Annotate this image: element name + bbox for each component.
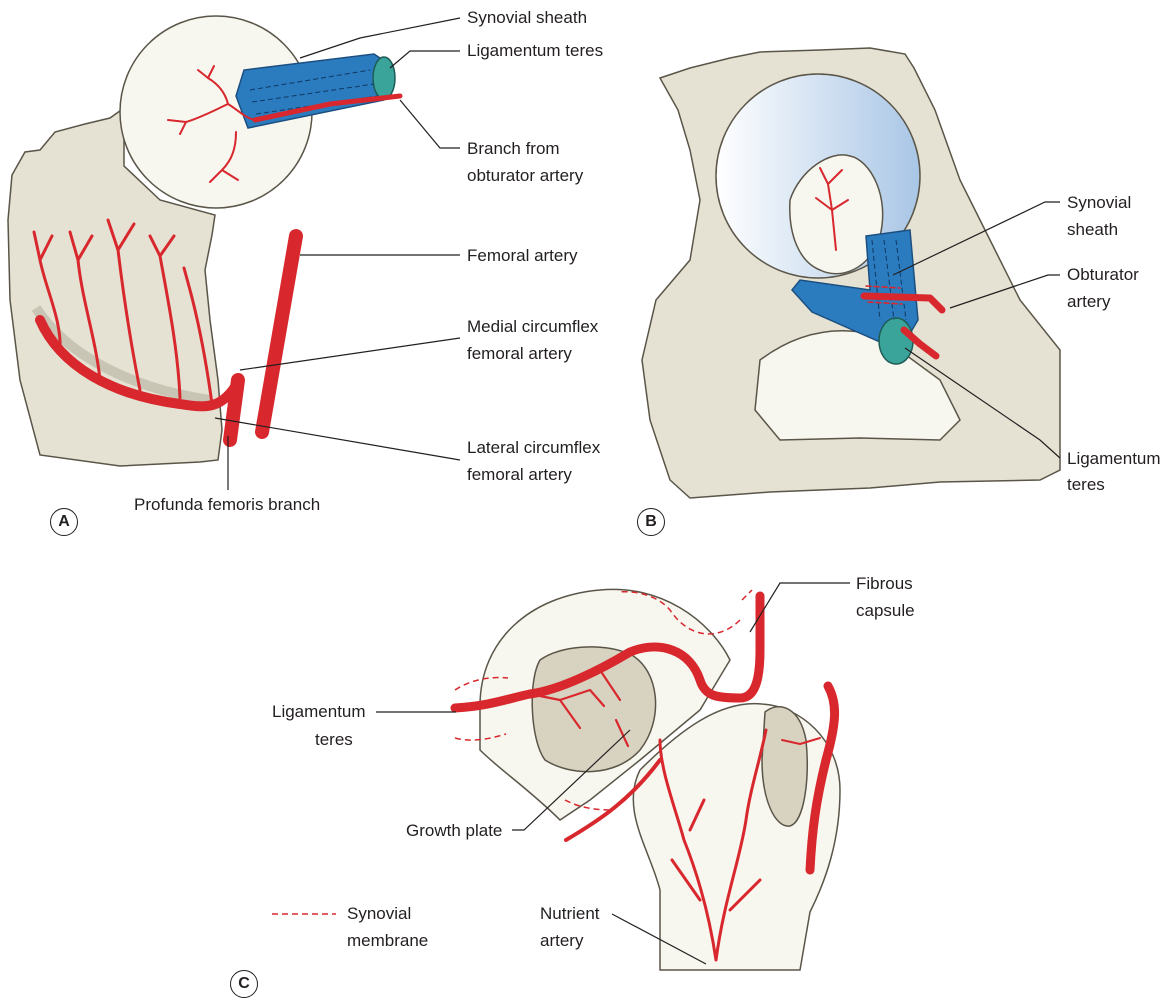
panel-c-marker: C bbox=[230, 970, 258, 998]
label-nutrient: Nutrient bbox=[540, 901, 600, 927]
label-synovial-sheath-a: Synovial sheath bbox=[467, 5, 587, 31]
label-medial-circumflex-line2: femoral artery bbox=[467, 341, 572, 367]
label-medial-circumflex: Medial circumflex bbox=[467, 314, 598, 340]
panel-b-marker: B bbox=[637, 508, 665, 536]
label-ligamentum-b: Ligamentum bbox=[1067, 446, 1161, 472]
label-lateral-circumflex-line2: femoral artery bbox=[467, 462, 572, 488]
label-branch-from: Branch from bbox=[467, 136, 560, 162]
label-femoral-artery: Femoral artery bbox=[467, 243, 578, 269]
label-fibrous: Fibrous bbox=[856, 571, 913, 597]
label-teres-b: teres bbox=[1067, 472, 1105, 498]
label-artery-b: artery bbox=[1067, 289, 1110, 315]
label-capsule: capsule bbox=[856, 598, 915, 624]
label-profunda-femoris: Profunda femoris branch bbox=[134, 492, 320, 518]
label-artery-c: artery bbox=[540, 928, 583, 954]
label-synovial-c: Synovial bbox=[347, 901, 411, 927]
label-ligamentum-teres-a: Ligamentum teres bbox=[467, 38, 603, 64]
panel-a-marker: A bbox=[50, 508, 78, 536]
label-sheath-b: sheath bbox=[1067, 217, 1118, 243]
label-synovial-b: Synovial bbox=[1067, 190, 1131, 216]
label-obturator-artery-a: obturator artery bbox=[467, 163, 583, 189]
label-growth-plate: Growth plate bbox=[406, 818, 502, 844]
label-membrane-c: membrane bbox=[347, 928, 428, 954]
label-lateral-circumflex: Lateral circumflex bbox=[467, 435, 600, 461]
label-ligamentum-c: Ligamentum bbox=[272, 699, 366, 725]
label-obturator-b: Obturator bbox=[1067, 262, 1139, 288]
label-teres-c: teres bbox=[315, 727, 353, 753]
